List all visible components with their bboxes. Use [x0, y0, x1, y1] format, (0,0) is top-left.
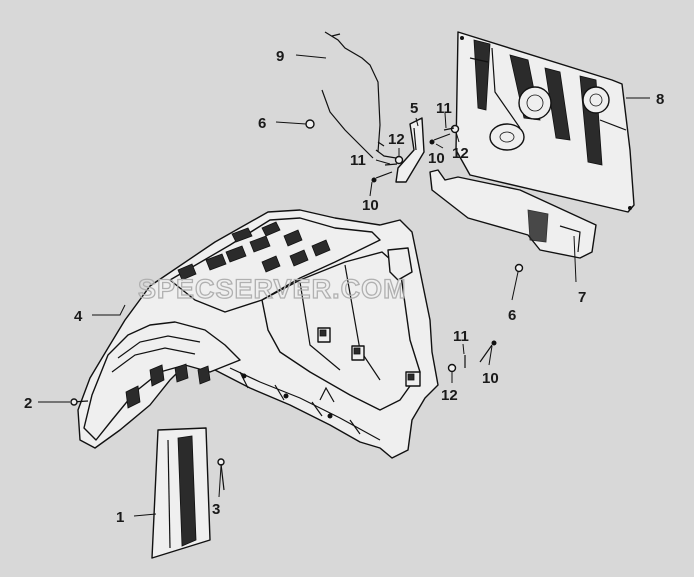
- callout-11-upper-right: 11: [436, 100, 452, 117]
- fasteners: [70, 119, 524, 491]
- callout-10-left: 10: [362, 197, 379, 214]
- watermark-text: SPECSERVER.COM: [138, 274, 407, 304]
- part-7-lower-panel: [429, 169, 597, 259]
- callout-8: 8: [656, 91, 664, 108]
- part-5-bracket: [395, 117, 425, 183]
- callout-2: 2: [24, 395, 32, 412]
- callout-10-upper-right: 10: [428, 150, 445, 167]
- callout-5: 5: [410, 100, 418, 117]
- callout-4: 4: [74, 308, 83, 325]
- part-4-fender-housing: [77, 209, 439, 459]
- part-1-mud-flap: [151, 427, 211, 559]
- callout-6-lower: 6: [508, 307, 516, 324]
- callout-12-left: 12: [388, 131, 405, 148]
- callout-3: 3: [212, 501, 220, 518]
- callout-9: 9: [276, 48, 284, 65]
- callout-12-upper-right: 12: [452, 145, 469, 162]
- leader-lines: [38, 54, 650, 517]
- part-8-rear-panel: [455, 31, 635, 213]
- callout-1: 1: [116, 509, 124, 526]
- callout-10-lower: 10: [482, 370, 499, 387]
- callout-12-lower: 12: [441, 387, 458, 404]
- callout-labels: 1 2 3 4 5 6 6 7 8 9 10 10 10 11 11 11 12…: [24, 48, 664, 526]
- callout-6-upper: 6: [258, 115, 266, 132]
- callout-11-lower: 11: [453, 328, 469, 345]
- callout-11-left: 11: [350, 152, 366, 169]
- callout-7: 7: [578, 289, 586, 306]
- part-9-cable: [321, 31, 397, 159]
